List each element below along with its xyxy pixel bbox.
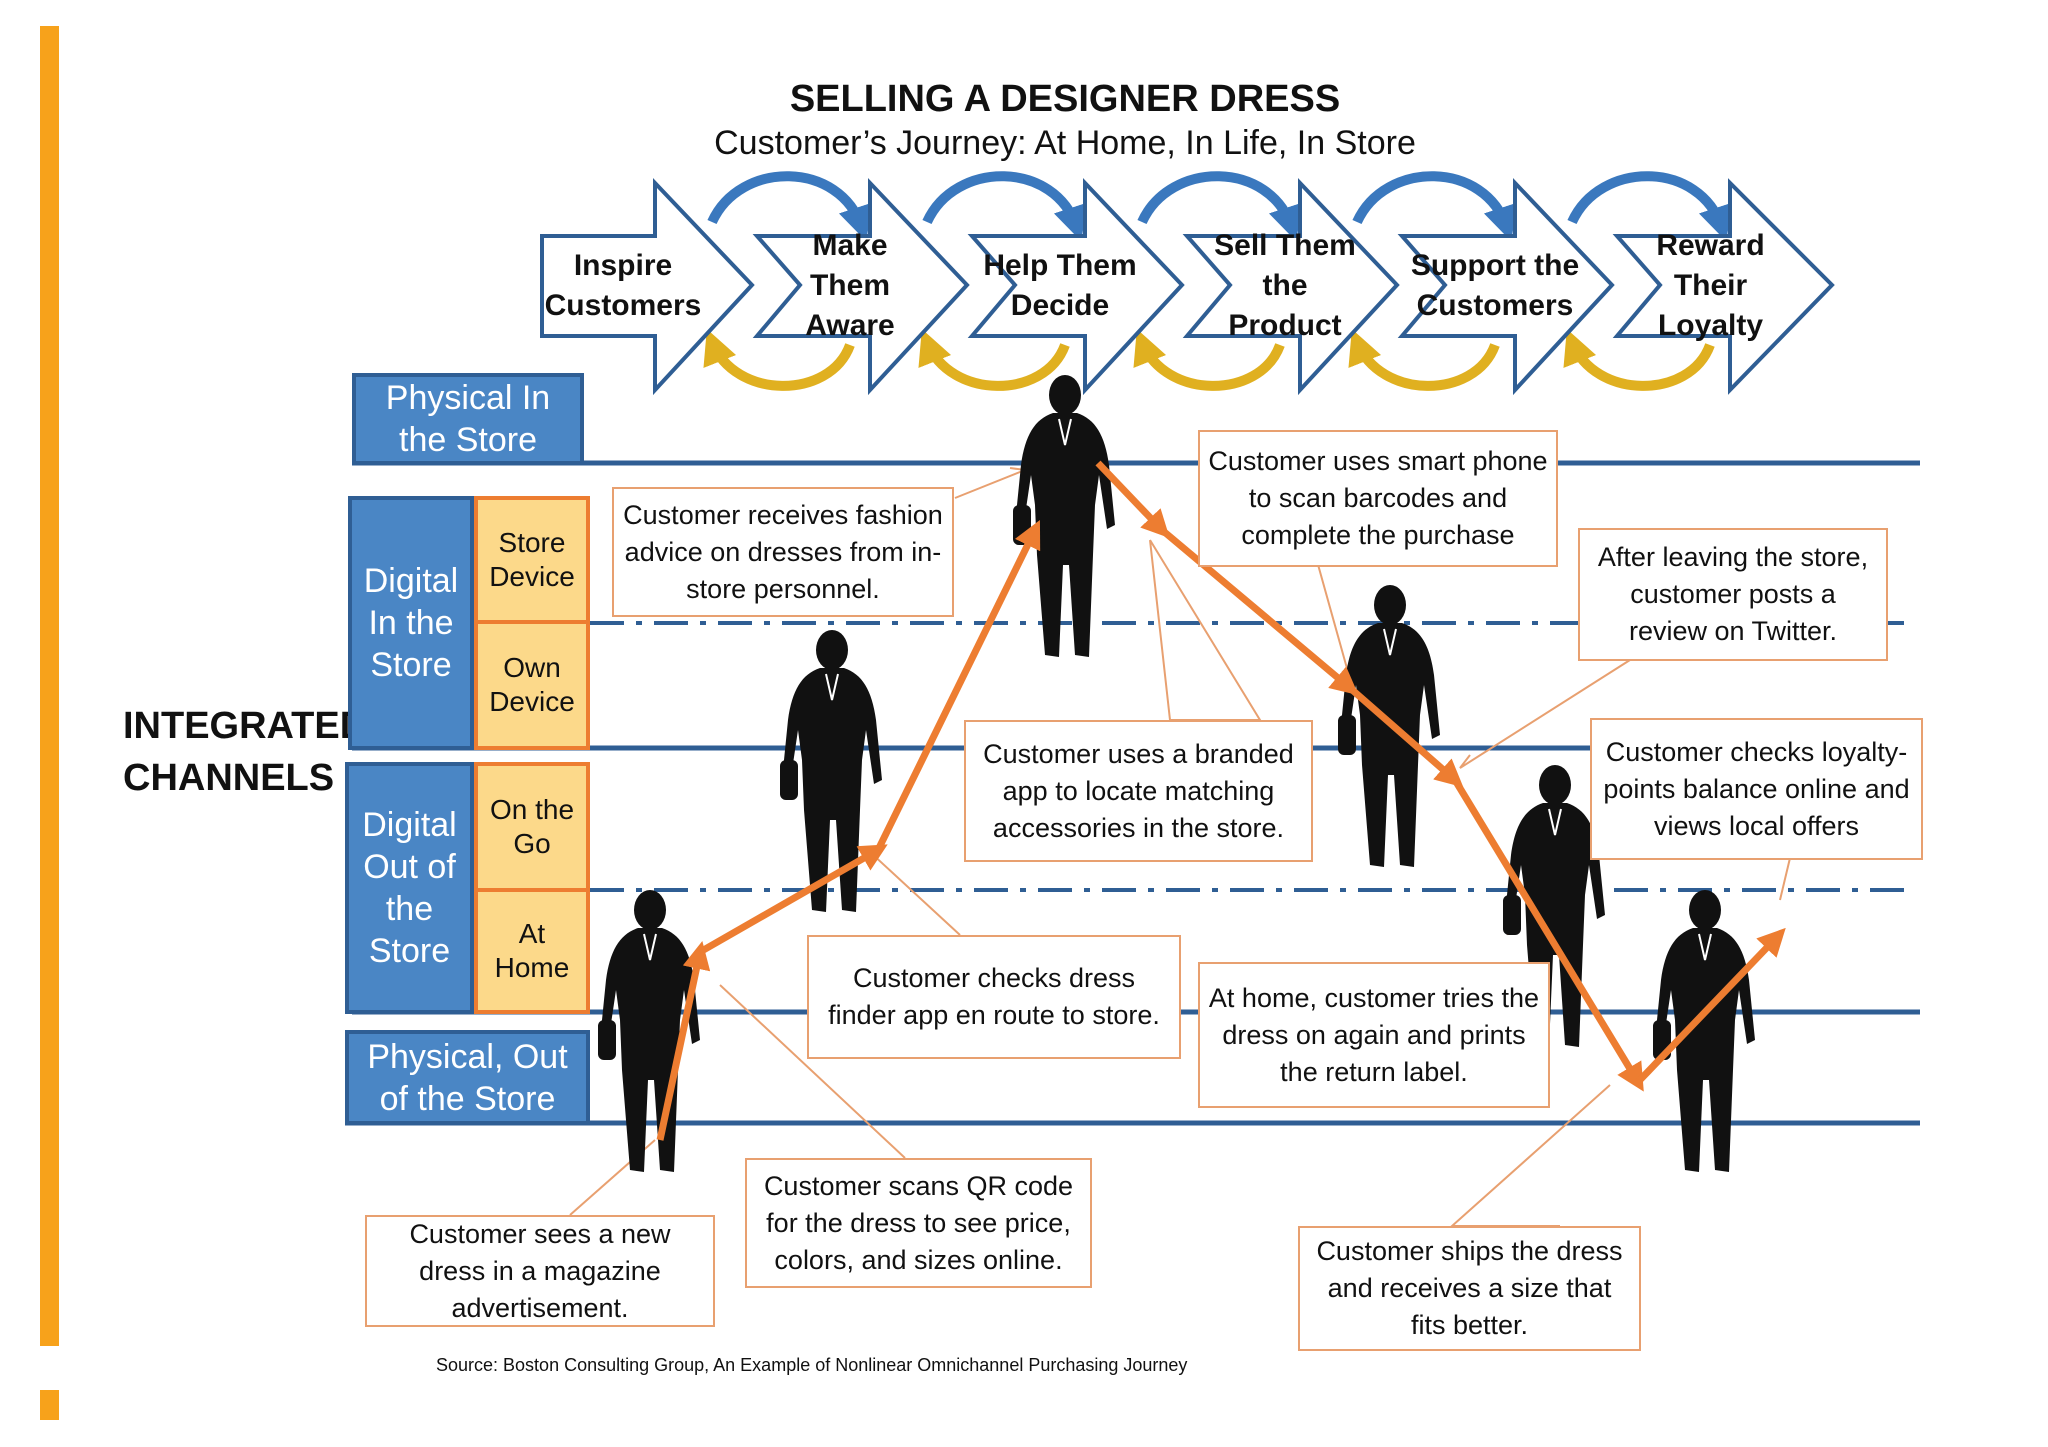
diagram-title: SELLING A DESIGNER DRESS xyxy=(789,78,1341,120)
stage-arrow-2 xyxy=(752,177,970,396)
callout-loyalty-points: Customer checks loyalty-points balance o… xyxy=(1590,718,1923,860)
loop-blue-4 xyxy=(1352,171,1518,242)
loop-gold-3 xyxy=(1133,328,1285,391)
stage-arrow-5 xyxy=(1397,177,1615,396)
stage-chevrons xyxy=(540,177,1835,396)
loop-blue-1 xyxy=(707,171,873,242)
stage-arrow-4 xyxy=(1182,177,1400,396)
journey-path xyxy=(656,460,1786,1141)
source-note: Source: Boston Consulting Group, An Exam… xyxy=(436,1355,1188,1375)
walker-store xyxy=(1012,374,1116,658)
stage-loop-arrows xyxy=(703,171,1733,391)
walker-ship xyxy=(1652,889,1756,1173)
loop-gold-4 xyxy=(1348,328,1500,391)
accent-bar-small xyxy=(40,1390,59,1420)
stage-arrow-1 xyxy=(540,177,755,396)
stage-arrow-6 xyxy=(1612,178,1835,395)
stage-arrow-3 xyxy=(967,177,1185,396)
callout-twitter-review: After leaving the store,customer posts a… xyxy=(1578,528,1888,661)
loop-blue-3 xyxy=(1137,171,1303,242)
loop-gold-5 xyxy=(1563,328,1715,391)
loop-blue-5 xyxy=(1567,171,1733,242)
loop-gold-2 xyxy=(918,328,1070,391)
walker-qr xyxy=(779,629,883,913)
accent-bar-left xyxy=(40,26,59,1346)
loop-blue-2 xyxy=(922,171,1088,242)
diagram-subtitle: Customer’s Journey: At Home, In Life, In… xyxy=(714,124,1416,162)
loop-gold-1 xyxy=(703,328,855,391)
